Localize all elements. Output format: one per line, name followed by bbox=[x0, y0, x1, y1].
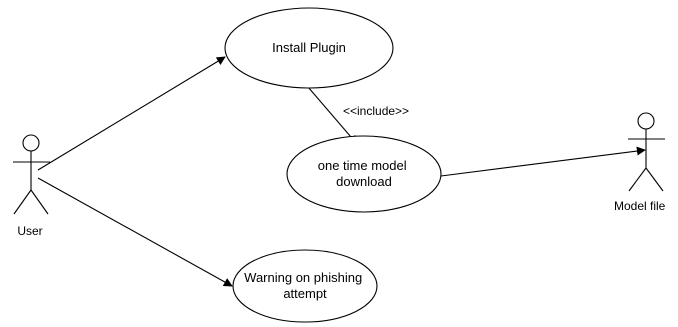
user-stick-figure-icon bbox=[13, 134, 50, 215]
svg-text:Warning on phishing atte: Warning on phishing attempt bbox=[244, 270, 366, 301]
association-download-model-file bbox=[440, 146, 646, 177]
use-case-model-download-label-line-2: download bbox=[336, 174, 392, 189]
actor-user: User bbox=[13, 134, 50, 238]
actor-model-file: Model file bbox=[614, 112, 666, 213]
svg-text:Install Plugin: Install Plugin bbox=[272, 40, 346, 55]
svg-text:Model file: Model file bbox=[614, 199, 666, 213]
use-case-phishing-warning-shape bbox=[232, 249, 378, 323]
include-relation-arrow bbox=[307, 86, 358, 145]
use-case-phishing-warning-label-line-1: Warning on phishing bbox=[244, 270, 362, 285]
use-case-model-download-shape bbox=[286, 135, 442, 213]
include-relation-label: <<include>> bbox=[343, 104, 409, 118]
actor-model-file-label: Model file bbox=[614, 199, 666, 213]
use-case-phishing-warning: Warning on phishing attempt bbox=[232, 249, 378, 323]
use-case-install-plugin-shape bbox=[224, 7, 394, 89]
use-case-install-plugin: Install Plugin bbox=[224, 7, 394, 89]
association-user-install-plugin bbox=[37, 56, 226, 171]
use-case-model-download-label-line-1: one time model bbox=[318, 158, 407, 173]
model-file-stick-figure-icon bbox=[628, 112, 665, 192]
use-case-phishing-warning-label-line-2: attempt bbox=[283, 286, 327, 301]
use-case-install-plugin-label: Install Plugin bbox=[272, 40, 346, 55]
association-user-phishing-warning bbox=[37, 177, 233, 287]
connectors bbox=[37, 56, 646, 287]
svg-text:one time model download: one time model download bbox=[318, 158, 411, 189]
actor-user-label: User bbox=[17, 224, 42, 238]
use-case-model-download: one time model download bbox=[286, 135, 442, 213]
svg-text:User: User bbox=[17, 224, 42, 238]
svg-text:<<include>>: <<include>> bbox=[343, 104, 409, 118]
